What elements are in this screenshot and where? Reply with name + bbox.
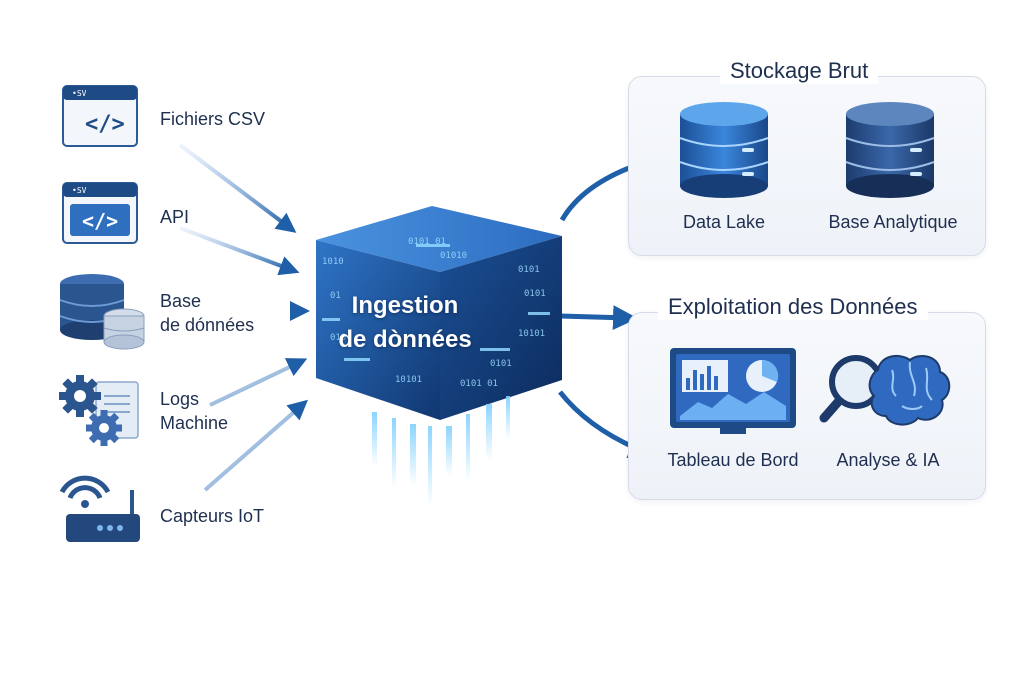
hub-binary-4: 01 (330, 291, 341, 301)
data-lake-database-icon (679, 102, 769, 198)
hub-binary-11: 0101 (490, 359, 512, 369)
source-label-logs-line2: Machine (160, 413, 229, 433)
hub-binary-9: 0101 01 (460, 379, 498, 389)
hub-binary-6: 0101 (524, 289, 546, 299)
svg-text:•SV: •SV (72, 186, 87, 195)
source-label-api: API (160, 207, 190, 227)
hub-binary-2: 01010 (440, 251, 467, 261)
arrow-csv-to-hub (178, 143, 297, 233)
svg-text:•SV: •SV (72, 89, 87, 98)
hub-binary-8: 010 (330, 333, 346, 343)
csv-code-window-icon: •SV </> (62, 85, 138, 147)
svg-text:</>: </> (85, 112, 125, 137)
source-label-csv: Fichiers CSV (160, 109, 266, 129)
cube-glow-streaks (322, 244, 550, 361)
storage-panel-title: Stockage Brut (720, 58, 879, 84)
exploitation-node-label-dashboard: Tableau de Bord (667, 450, 799, 470)
cube-top-face (316, 206, 562, 272)
analytics-database-icon (845, 102, 935, 198)
database-icon (59, 274, 145, 350)
source-label-iot: Capteurs IoT (160, 506, 265, 526)
arrow-iot-to-hub (203, 399, 309, 492)
hub-title-line1: Ingestion (351, 292, 459, 319)
exploitation-panel-title: Exploitation des Données (658, 294, 928, 320)
arrow-logs-to-hub (209, 358, 308, 407)
source-label-database-line1: Base (160, 291, 202, 311)
dashboard-icon (670, 348, 796, 434)
ai-brain-search-icon (819, 354, 951, 426)
cube-front-face (316, 240, 440, 420)
svg-text:</>: </> (82, 209, 118, 233)
hub-binary-1: 0101 01 (408, 237, 446, 247)
arrow-hub-to-exploitation (559, 305, 638, 331)
iot-router-icon (59, 475, 140, 542)
exploitation-node-label-ai: Analyse & IA (836, 450, 940, 470)
hub-binary-3: 1010 (322, 257, 344, 267)
arrow-api-to-hub (179, 226, 300, 276)
hub-data-stream (372, 396, 510, 506)
cube-side-face (440, 236, 562, 420)
storage-node-label-data-lake: Data Lake (682, 212, 766, 232)
hub-binary-10: 10101 (518, 329, 545, 339)
hub-title-line2: de dònnées (338, 326, 472, 353)
source-label-logs-line1: Logs (160, 389, 200, 409)
hub-binary-7: 10101 (395, 375, 422, 385)
gears-document-icon (59, 375, 139, 446)
storage-node-label-analytics: Base Analytique (828, 212, 958, 232)
api-code-window-icon: •SV </> (62, 182, 138, 244)
hub-binary-5: 0101 (518, 265, 540, 275)
source-label-database-line2: de dónnées (160, 315, 255, 335)
